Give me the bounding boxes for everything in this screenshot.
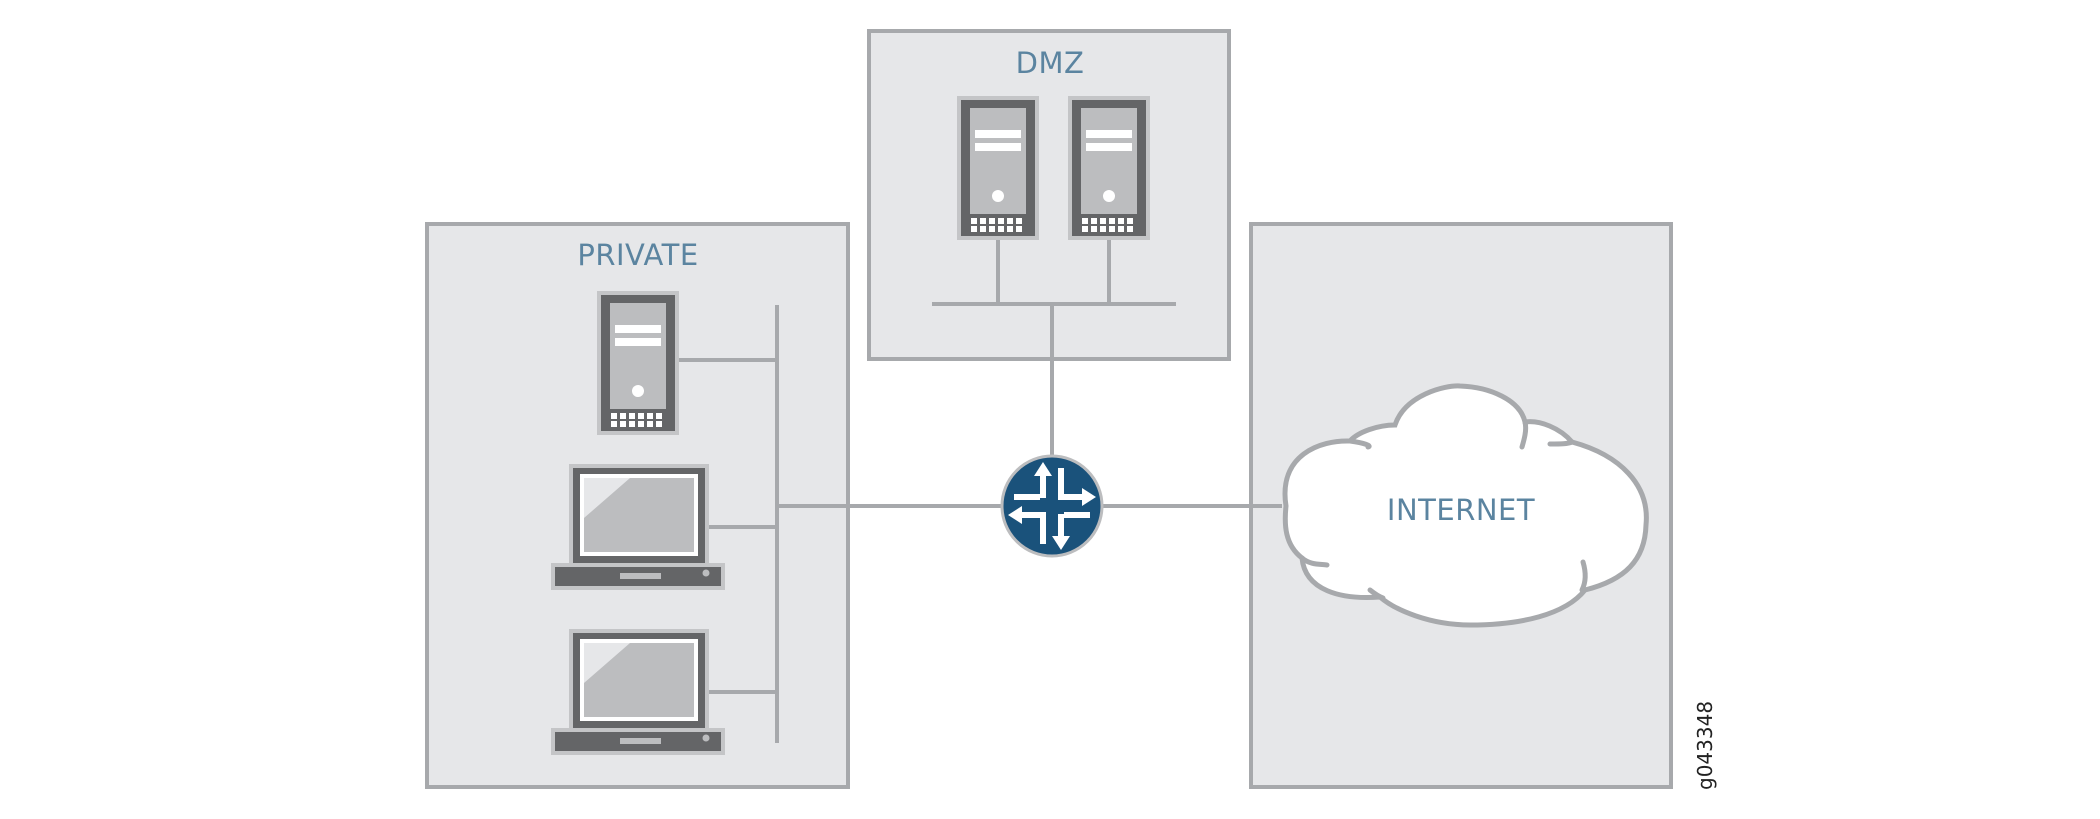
laptop-1-icon [551, 464, 725, 590]
dmz-zone-label: DMZ [1016, 46, 1085, 80]
dmz-server-2-icon [1068, 96, 1150, 240]
internet-zone-label: INTERNET [1387, 493, 1535, 527]
router-icon [1000, 454, 1104, 558]
private-network-links [677, 305, 1004, 743]
figure-id: g043348 [1693, 701, 1717, 790]
private-server-icon [597, 291, 679, 435]
dmz-network-links [932, 238, 1176, 458]
private-zone-label: PRIVATE [577, 238, 698, 272]
internet-cloud-icon: INTERNET [1282, 383, 1649, 628]
laptop-2-icon [551, 629, 725, 755]
dmz-server-1-icon [957, 96, 1039, 240]
dmz-zone-box [867, 29, 1231, 361]
